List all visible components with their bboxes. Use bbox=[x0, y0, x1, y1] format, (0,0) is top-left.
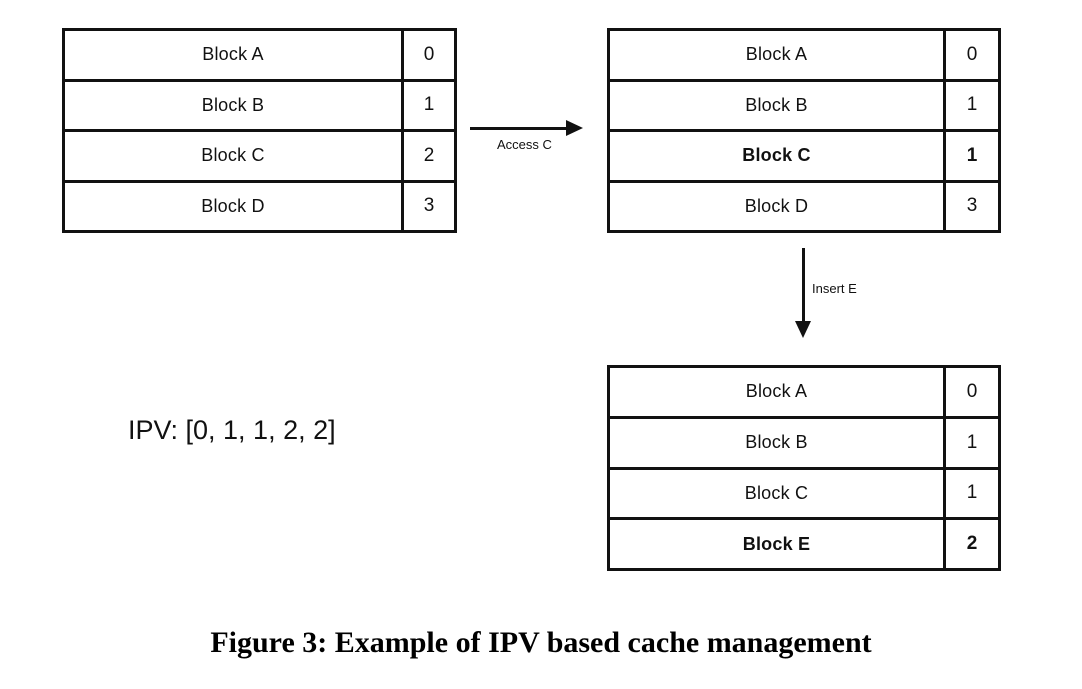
table-row: Block D 3 bbox=[65, 182, 454, 230]
block-value: 1 bbox=[966, 94, 978, 116]
block-value: 3 bbox=[423, 195, 435, 217]
table-row: Block A 0 bbox=[65, 31, 454, 82]
block-label: Block E bbox=[610, 520, 946, 568]
insert-e-arrow-icon bbox=[795, 248, 811, 338]
block-value: 0 bbox=[966, 380, 978, 402]
block-label: Block C bbox=[65, 132, 404, 180]
access-c-label: Access C bbox=[497, 137, 552, 152]
block-value: 0 bbox=[966, 43, 978, 65]
cache-table-after-access: Block A 0 Block B 1 Block C 1 Block D 3 bbox=[607, 28, 1001, 233]
table-row: Block C 2 bbox=[65, 132, 454, 183]
block-value: 1 bbox=[966, 144, 978, 166]
access-c-arrow-icon bbox=[470, 120, 583, 136]
block-label: Block A bbox=[610, 31, 946, 79]
block-label: Block A bbox=[65, 31, 404, 79]
block-label: Block B bbox=[610, 81, 946, 129]
arrow-head bbox=[795, 321, 811, 338]
table-row: Block B 1 bbox=[65, 81, 454, 132]
table-row: Block D 3 bbox=[610, 182, 998, 230]
block-label: Block D bbox=[65, 182, 404, 230]
block-label: Block A bbox=[610, 368, 946, 416]
table-row: Block B 1 bbox=[610, 418, 998, 470]
arrow-shaft bbox=[470, 127, 567, 130]
block-value: 1 bbox=[966, 431, 978, 453]
table-row: Block C 1 bbox=[610, 469, 998, 521]
block-label: Block C bbox=[610, 132, 946, 180]
block-value: 0 bbox=[423, 43, 435, 65]
cache-table-after-insert: Block A 0 Block B 1 Block C 1 Block E 2 bbox=[607, 365, 1001, 571]
block-value: 3 bbox=[966, 195, 978, 217]
block-value: 2 bbox=[966, 533, 978, 555]
ipv-vector-text: IPV: [0, 1, 1, 2, 2] bbox=[128, 415, 336, 445]
block-label: Block B bbox=[610, 418, 946, 467]
block-label: Block D bbox=[610, 182, 946, 230]
block-value: 1 bbox=[966, 482, 978, 504]
cache-table-initial: Block A 0 Block B 1 Block C 2 Block D 3 bbox=[62, 28, 457, 233]
table-row-highlighted: Block E 2 bbox=[610, 520, 998, 568]
block-label: Block B bbox=[65, 81, 404, 129]
arrow-head bbox=[566, 120, 583, 136]
table-row: Block B 1 bbox=[610, 81, 998, 132]
arrow-shaft bbox=[802, 248, 805, 322]
table-row: Block A 0 bbox=[610, 368, 998, 419]
figure-caption: Figure 3: Example of IPV based cache man… bbox=[210, 626, 872, 659]
block-label: Block C bbox=[610, 469, 946, 518]
table-row: Block A 0 bbox=[610, 31, 998, 82]
block-value: 2 bbox=[423, 144, 435, 166]
insert-e-label: Insert E bbox=[812, 281, 857, 296]
block-value: 1 bbox=[423, 94, 435, 116]
table-row-highlighted: Block C 1 bbox=[610, 132, 998, 183]
